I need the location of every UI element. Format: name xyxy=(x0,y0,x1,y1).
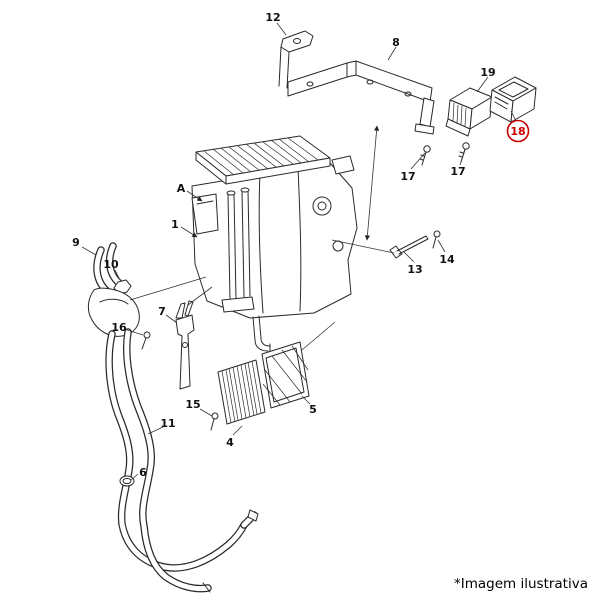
heater-core-fins xyxy=(203,137,319,176)
part-module-18 xyxy=(489,76,537,123)
screw-15 xyxy=(210,412,219,431)
part-bracket-7 xyxy=(175,300,195,390)
part-label-A[interactable]: A xyxy=(177,182,186,195)
part-label-6[interactable]: 6 xyxy=(139,466,147,479)
part-label-5[interactable]: 5 xyxy=(309,403,317,416)
screw-16 xyxy=(141,331,151,350)
part-label-14[interactable]: 14 xyxy=(439,253,455,266)
part-label-4[interactable]: 4 xyxy=(226,436,234,449)
part-bracket-8 xyxy=(287,60,435,135)
part-label-10[interactable]: 10 xyxy=(103,258,119,271)
part-label-16[interactable]: 16 xyxy=(111,321,127,334)
part-label-19[interactable]: 19 xyxy=(480,66,495,79)
part-filter-4 xyxy=(217,359,266,425)
part-filter-5 xyxy=(261,341,310,409)
screw-14 xyxy=(432,230,441,249)
part-label-15[interactable]: 15 xyxy=(185,398,200,411)
part-label-12[interactable]: 12 xyxy=(265,11,280,24)
part-label-layer: 12 8 19 18 17 17A 1 13 14 9 10 16 7 15 11 6 4 5 xyxy=(72,11,530,479)
part-label-13[interactable]: 13 xyxy=(407,263,422,276)
part-label-17-4[interactable]: 17 xyxy=(400,170,415,183)
part-bracket-12 xyxy=(278,30,314,89)
part-label-9[interactable]: 9 xyxy=(72,236,80,249)
leader-lines xyxy=(81,22,517,481)
part-hose-assembly-11 xyxy=(87,287,259,593)
clamp-6 xyxy=(119,475,135,487)
part-label-8[interactable]: 8 xyxy=(392,36,400,49)
screw-17-left xyxy=(419,145,431,166)
part-label-1[interactable]: 1 xyxy=(171,218,179,231)
part-label-11[interactable]: 11 xyxy=(160,417,175,430)
part-label-17-5[interactable]: 17 xyxy=(450,165,465,178)
part-module-19 xyxy=(445,87,493,137)
part-label-18[interactable]: 18 xyxy=(510,125,525,138)
part-label-7[interactable]: 7 xyxy=(158,305,166,318)
part-hvac-housing xyxy=(191,135,358,354)
bolt-13 xyxy=(389,235,429,259)
footnote: *Imagem ilustrativa xyxy=(454,576,588,592)
highlight-circle-18 xyxy=(506,119,530,143)
